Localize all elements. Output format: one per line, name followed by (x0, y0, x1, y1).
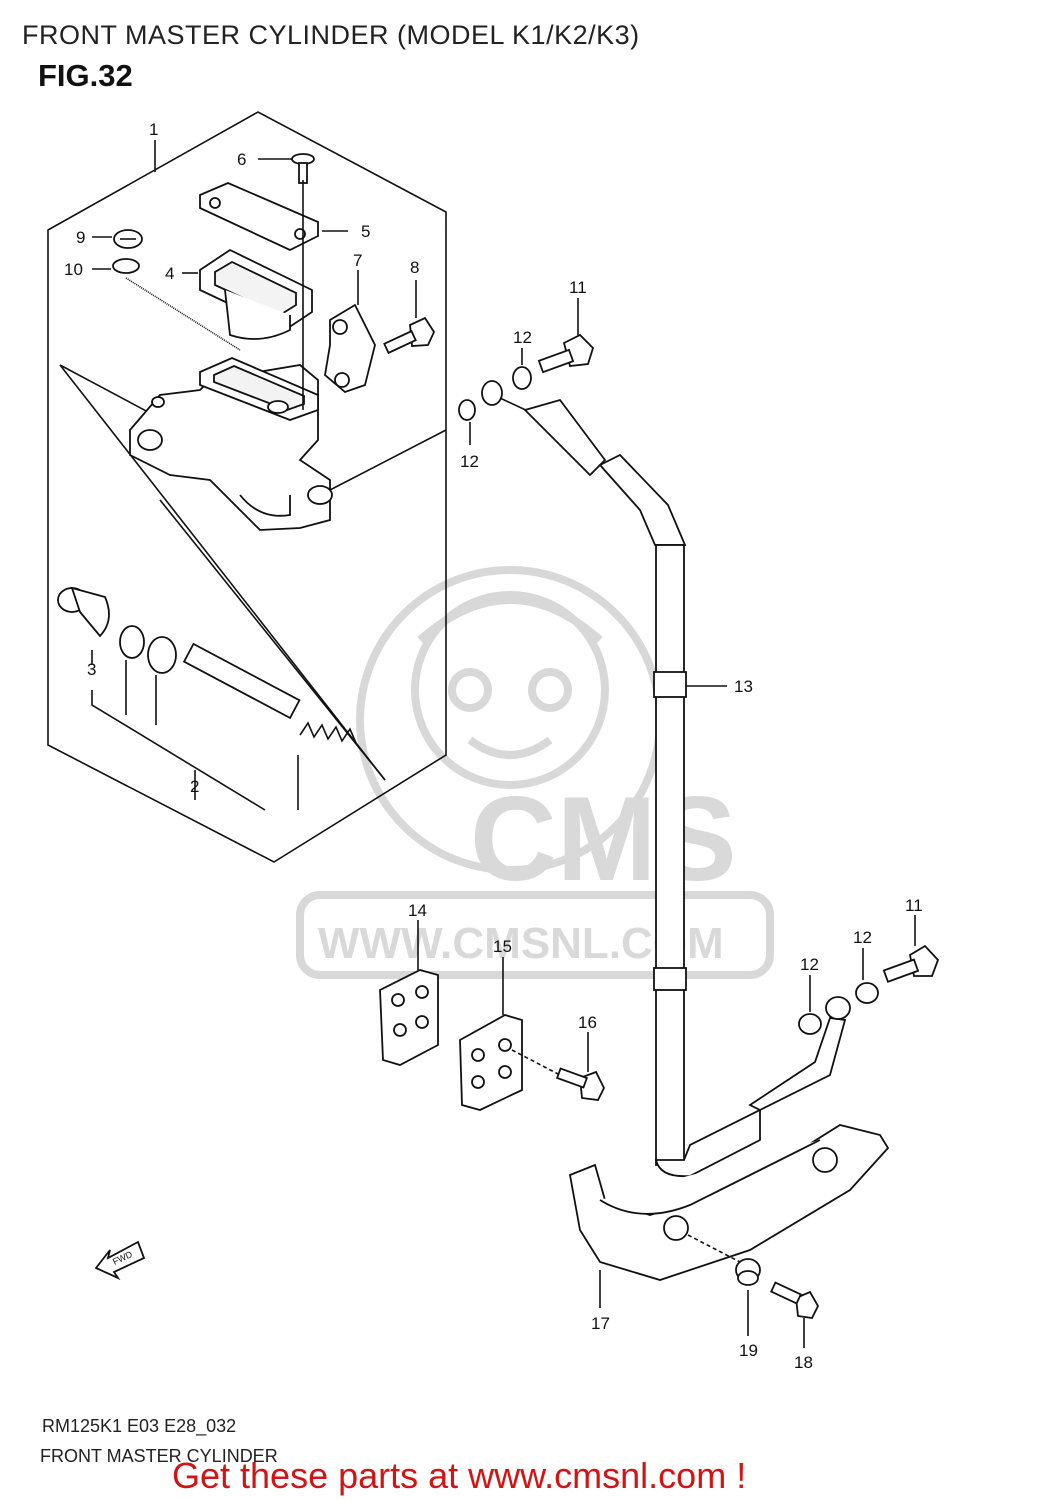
callout-12-a: 12 (513, 328, 532, 347)
callout-12-d: 12 (800, 955, 819, 974)
gasket-upper-a (512, 366, 532, 390)
page-title: FRONT MASTER CYLINDER (MODEL K1/K2/K3) (22, 20, 640, 50)
lever-guard (568, 1124, 890, 1281)
guard-bolt (770, 1281, 820, 1319)
clamp-bolt (383, 316, 436, 355)
callout-1: 1 (149, 120, 158, 139)
piston (182, 642, 301, 720)
cta-link[interactable]: Get these parts at www.cmsnl.com ! (172, 1455, 747, 1496)
hose-banjo (825, 996, 851, 1020)
callout-7: 7 (353, 251, 362, 270)
callout-15: 15 (493, 937, 512, 956)
cap-screw (291, 153, 315, 184)
callout-17: 17 (591, 1314, 610, 1333)
callout-5: 5 (361, 222, 370, 241)
callout-2: 2 (190, 777, 199, 796)
reservoir-plate (113, 229, 143, 249)
holder-clamp (324, 303, 376, 394)
hose-guide-b (459, 1014, 523, 1111)
brake-hose (481, 380, 847, 1178)
callout-14: 14 (408, 901, 427, 920)
gasket-lower-a (855, 982, 879, 1004)
forward-arrow-icon: FWD (94, 1240, 146, 1281)
diaphragm (199, 248, 313, 340)
callout-19: 19 (739, 1341, 758, 1360)
callout-11-upper: 11 (569, 278, 587, 297)
diagram-name: FRONT MASTER CYLINDER (40, 1446, 278, 1466)
union-bolt-lower (882, 944, 940, 983)
snap-ring (112, 258, 140, 274)
gasket-upper-b (458, 399, 476, 421)
callout-12-c: 12 (853, 928, 872, 947)
guide-bolt (555, 1067, 606, 1101)
circlip (119, 625, 145, 659)
callout-13: 13 (734, 677, 753, 696)
callout-6: 6 (237, 150, 246, 169)
callout-4: 4 (165, 264, 174, 283)
callout-12-b: 12 (460, 452, 479, 471)
hose-guide-a (379, 969, 439, 1066)
callout-8: 8 (410, 258, 419, 277)
watermark: CMS WWW.CMSNL.COM (296, 566, 774, 979)
callout-3: 3 (87, 660, 96, 679)
master-cylinder-body (129, 357, 333, 531)
diagram-code: RM125K1 E03 E28_032 (42, 1416, 237, 1436)
callout-9: 9 (76, 228, 85, 247)
return-spring (299, 721, 357, 744)
callout-11-lower: 11 (905, 896, 923, 915)
callout-18: 18 (794, 1353, 813, 1372)
union-bolt-upper (537, 333, 595, 374)
figure-label: FIG.32 (38, 58, 133, 93)
washer (147, 636, 177, 674)
collar (735, 1258, 761, 1286)
gasket-lower-b (798, 1013, 822, 1035)
watermark-brand: CMS (470, 772, 737, 906)
callout-10: 10 (64, 260, 83, 279)
reservoir-cap (199, 182, 319, 251)
callout-16: 16 (578, 1013, 597, 1032)
dust-boot (57, 586, 110, 638)
